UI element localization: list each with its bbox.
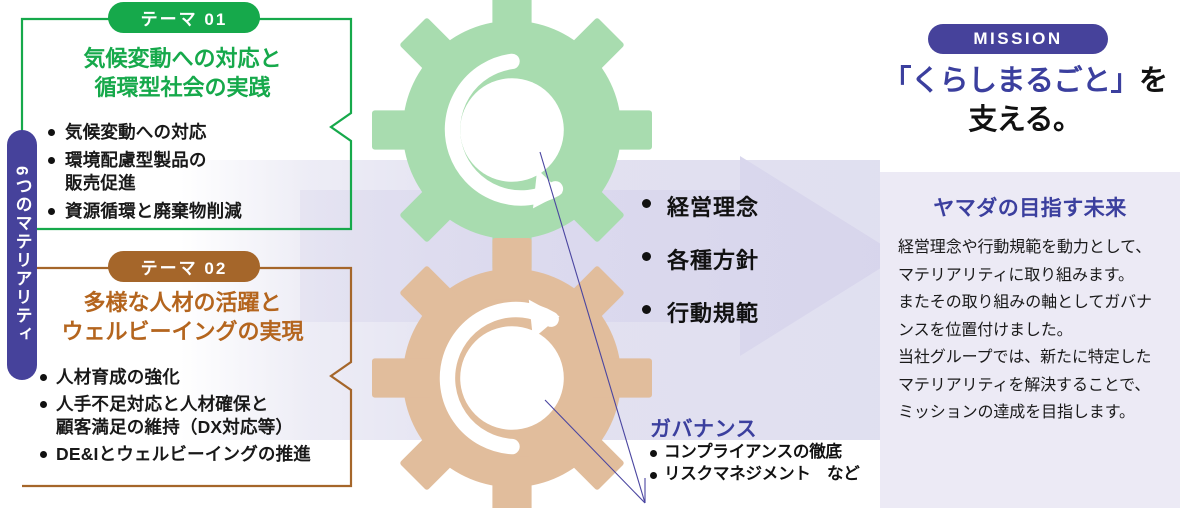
list-item: コンプライアンスの徹底 bbox=[650, 442, 880, 464]
future-title: ヤマダの目指す未来 bbox=[933, 197, 1127, 220]
future-body-line: ミッションの達成を目指します。 bbox=[898, 404, 1135, 422]
theme-card-02: テーマ 02 多様な人材の活躍と ウェルビーイングの実現 人材育成の強化 人手不… bbox=[20, 251, 353, 488]
list-item: 環境配慮型製品の 販売促進 bbox=[46, 149, 343, 195]
theme-title-02-line2: ウェルビーイングの実現 bbox=[61, 319, 304, 345]
theme-pill-02[interactable]: テーマ 02 bbox=[108, 251, 260, 282]
future-body-line: またその取り組みの軸としてガバナ bbox=[898, 294, 1152, 312]
theme-frame-02 bbox=[22, 266, 353, 488]
mission-tail: を bbox=[1139, 65, 1168, 97]
mission-pill[interactable]: MISSION bbox=[928, 24, 1108, 54]
arrow-item-list: 経営理念 各種方針 行動規範 bbox=[640, 190, 870, 349]
list-item: 人材育成の強化 bbox=[40, 366, 343, 389]
mission-title-line1: 「くらしまるごと」を bbox=[880, 62, 1170, 101]
list-item: 行動規範 bbox=[640, 296, 870, 328]
list-item: 経営理念 bbox=[640, 190, 870, 222]
future-body: 経営理念や行動規範を動力として、 マテリアリティに取り組みます。 またその取り組… bbox=[898, 234, 1170, 427]
mission-title-line2: 支える。 bbox=[968, 104, 1082, 137]
theme-title-01-line1: 気候変動への対応と bbox=[83, 46, 282, 71]
governance-block: ガバナンス コンプライアンスの徹底 リスクマネジメント など bbox=[650, 418, 880, 486]
mission-title: 「くらしまるごと」を 支える。 bbox=[880, 62, 1170, 140]
future-body-line: マテリアリティを解決することで、 bbox=[898, 376, 1151, 394]
materiality-sidebar-label: 6つのマテリアリティ bbox=[12, 166, 32, 344]
gear-cycle-icon-tan bbox=[372, 238, 652, 508]
theme-frame-01 bbox=[20, 17, 353, 231]
future-body-line: 経営理念や行動規範を動力として、 bbox=[898, 239, 1152, 256]
future-panel bbox=[880, 172, 1180, 508]
theme-title-02: 多様な人材の活躍と ウェルビーイングの実現 bbox=[20, 288, 345, 346]
theme-list-01: 気候変動への対応 環境配慮型製品の 販売促進 資源循環と廃棄物削減 bbox=[46, 121, 343, 228]
theme-card-01: テーマ 01 気候変動への対応と 循環型社会の実践 気候変動への対応 環境配慮型… bbox=[20, 2, 353, 231]
theme-list-02: 人材育成の強化 人手不足対応と人材確保と 顧客満足の維持（DX対応等） DE&I… bbox=[40, 366, 343, 470]
theme-title-01-line2: 循環型社会の実践 bbox=[94, 75, 271, 101]
list-item: 人手不足対応と人材確保と 顧客満足の維持（DX対応等） bbox=[40, 393, 343, 439]
list-item: 各種方針 bbox=[640, 243, 870, 275]
list-item: リスクマネジメント など bbox=[650, 464, 880, 486]
theme-title-01: 気候変動への対応と 循環型社会の実践 bbox=[20, 44, 345, 102]
gear-cycle-icon-green bbox=[372, 0, 652, 270]
future-body-line: ンスを位置付けました。 bbox=[898, 321, 1073, 339]
materiality-sidebar-pill: 6つのマテリアリティ bbox=[7, 130, 37, 380]
governance-title: ガバナンス bbox=[650, 418, 758, 441]
list-item: 気候変動への対応 bbox=[46, 121, 343, 144]
future-body-line: 当社グループでは、新たに特定した bbox=[898, 349, 1152, 367]
governance-list: コンプライアンスの徹底 リスクマネジメント など bbox=[650, 442, 880, 486]
list-item: DE&Iとウェルビーイングの推進 bbox=[40, 443, 343, 466]
future-body-line: マテリアリティに取り組みます。 bbox=[898, 266, 1134, 284]
theme-title-02-line1: 多様な人材の活躍と bbox=[83, 290, 282, 315]
list-item: 資源循環と廃棄物削減 bbox=[46, 200, 343, 223]
mission-highlight: 「くらしまるごと」 bbox=[882, 65, 1139, 97]
theme-pill-01[interactable]: テーマ 01 bbox=[108, 2, 260, 33]
